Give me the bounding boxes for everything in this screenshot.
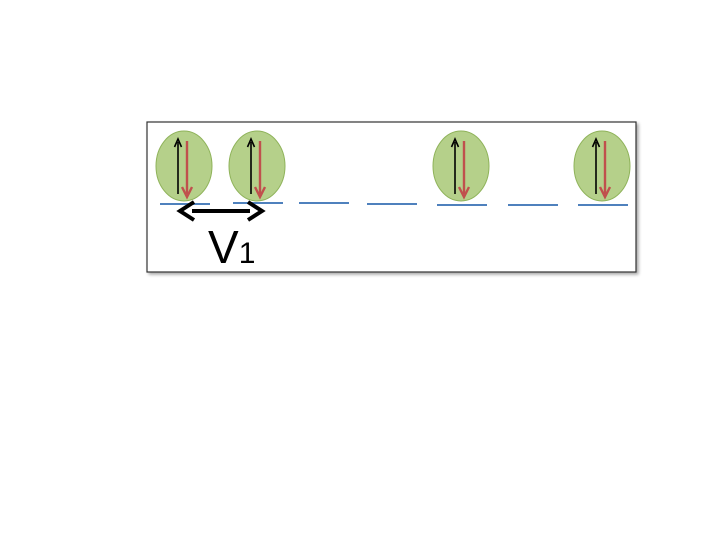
site-orbital (432, 130, 490, 202)
hopping-label-subscript: 1 (239, 237, 256, 270)
hopping-arrow-left-head (176, 200, 196, 222)
electron-pair (432, 130, 490, 202)
site-orbital (155, 130, 213, 202)
spin-down-arrow-head (180, 186, 194, 200)
spin-up-arrow-head (591, 137, 601, 148)
site-orbital (573, 130, 631, 202)
hopping-arrow (176, 200, 266, 222)
hopping-label-main: V (208, 221, 239, 273)
hopping-label: V1 (208, 221, 255, 273)
spin-up-arrow-head (173, 137, 183, 148)
electron-pair (228, 130, 286, 202)
spin-up-arrow-head (450, 137, 460, 148)
spin-down-arrow-head (253, 186, 267, 200)
spin-down-arrow-head (457, 186, 471, 200)
spin-down-arrow-head (598, 186, 612, 200)
particles (155, 130, 631, 202)
hopping-arrow-right-head (246, 200, 266, 222)
electron-pair (573, 130, 631, 202)
electron-pair (155, 130, 213, 202)
site-orbital (228, 130, 286, 202)
diagram-frame (146, 121, 637, 273)
spin-up-arrow-head (246, 137, 256, 148)
energy-levels (160, 202, 628, 206)
